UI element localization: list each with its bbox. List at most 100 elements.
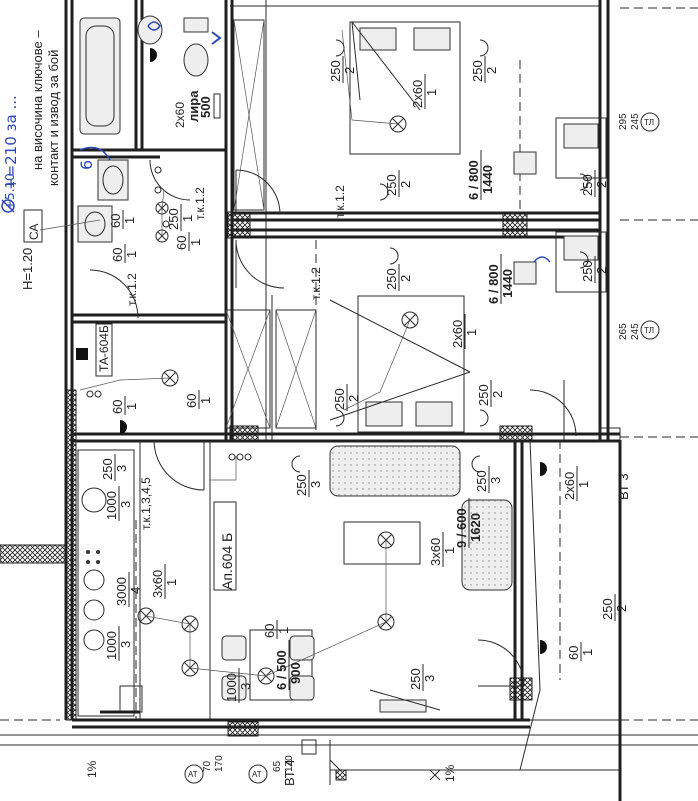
fraction-denominator: 3 [118, 501, 133, 508]
fraction-numerator: 1000 [224, 673, 239, 702]
handwritten-elevation: +5.10 [3, 173, 17, 210]
fraction-numerator: 1000 [104, 491, 119, 520]
fraction-numerator: 60 [184, 394, 199, 408]
height-label: H=1.20 [20, 248, 35, 290]
tk-label: т.к.1.2 [193, 187, 207, 220]
fraction-numerator: 60 [566, 646, 581, 660]
badge-70-bottom: 170 [214, 755, 225, 772]
fraction-denominator: 2 [398, 181, 413, 188]
radiator-3-bottom: 1620 [468, 513, 483, 542]
fraction-denominator: 3 [308, 481, 323, 488]
fraction-denominator: 4 [128, 587, 143, 594]
badge-at-2: АТ [188, 770, 198, 779]
note-line-2: контакт и извод за бой [46, 50, 61, 186]
fraction-numerator: 250 [166, 208, 181, 230]
shafts [225, 19, 317, 429]
slope-1: 1% [85, 760, 99, 778]
fraction-numerator: 250 [328, 60, 343, 82]
badge-tl-1: ТЛ [644, 118, 654, 127]
tk-label: т.к.1.2 [333, 185, 347, 218]
fraction-numerator: 60 [110, 400, 125, 414]
fraction-numerator: 3x60 [428, 538, 443, 566]
fraction-denominator: 1 [580, 649, 595, 656]
fraction-denominator: 1 [276, 627, 291, 634]
fraction-numerator: 1000 [104, 631, 119, 660]
slope-2: 1% [443, 764, 457, 782]
fraction-numerator: 60 [262, 624, 277, 638]
fraction-denominator: 2 [484, 67, 499, 74]
fraction-numerator: 60 [108, 214, 123, 228]
door-swings [89, 159, 577, 687]
radiator-4-bottom: 900 [288, 662, 303, 684]
socket-symbols [76, 39, 589, 654]
handwritten-mark: 6 [77, 160, 96, 170]
hatched-columns [0, 211, 533, 781]
fraction-denominator: 1 [198, 397, 213, 404]
radiator-2-bottom: 1440 [500, 269, 515, 298]
fraction-numerator: 250 [474, 470, 489, 492]
bt4-label: ВТ 4 [282, 759, 297, 786]
fraction-denominator: 2 [398, 275, 413, 282]
fraction-denominator: 2 [594, 181, 609, 188]
furniture [77, 15, 607, 717]
radiator-4-top: 6 / 500 [274, 650, 289, 690]
wiring [39, 21, 565, 771]
handwritten-top-note: +=210 за ... [2, 95, 20, 190]
fraction-numerator: 250 [580, 174, 595, 196]
lira-top: 2x60 [173, 102, 187, 128]
fraction-numerator: 250 [384, 268, 399, 290]
fraction-numerator: 250 [476, 384, 491, 406]
badge-70-top: 70 [202, 760, 213, 772]
fraction-denominator: 1 [576, 481, 591, 488]
tk-label: т.к.1.2 [125, 273, 139, 306]
notes: на височина ключове – контакт и извод за… [20, 30, 631, 786]
radiator-1-bottom: 1440 [480, 165, 495, 194]
sa-label: СА [27, 224, 41, 240]
tk-label: т.к.1.2 [309, 267, 323, 300]
fraction-denominator: 2 [346, 395, 361, 402]
fraction-numerator: 2x60 [410, 80, 425, 108]
ta-label: ТА-604Б [97, 325, 111, 372]
fraction-numerator: 250 [294, 474, 309, 496]
fraction-denominator: 3 [114, 465, 129, 472]
fraction-numerator: 60 [174, 236, 189, 250]
fraction-numerator: 250 [332, 388, 347, 410]
fraction-denominator: 1 [424, 89, 439, 96]
fraction-denominator: 2 [614, 605, 629, 612]
fraction-denominator: 2 [490, 391, 505, 398]
lira-bot: 500 [198, 96, 213, 118]
lira-mid: лира [186, 90, 201, 122]
fraction-denominator: 1 [164, 579, 179, 586]
radiator-3-top: 9 / 600 [454, 508, 469, 548]
tk-label: т.к.1,3,4,5 [139, 477, 153, 530]
badge-265-top: 265 [618, 323, 629, 340]
handwritten-annotations: +=210 за ... +5.10 6 [1, 21, 551, 263]
note-line-1: на височина ключове – [30, 30, 45, 170]
